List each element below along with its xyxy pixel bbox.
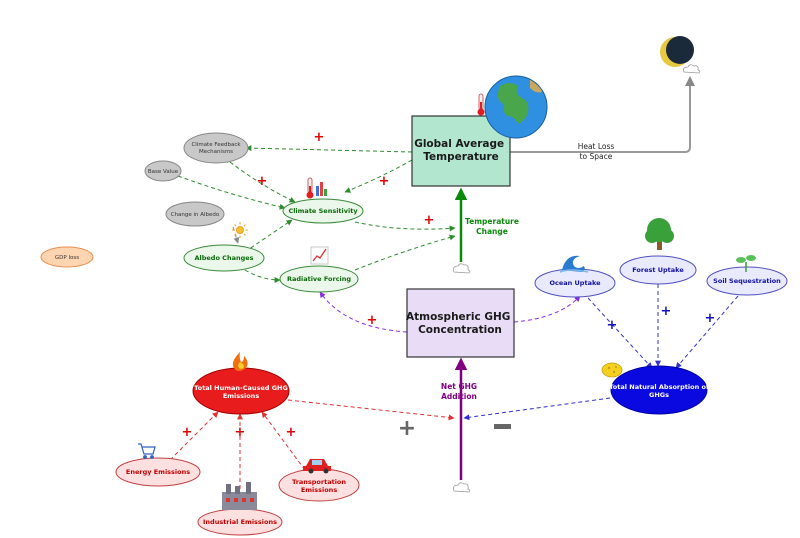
var-forest-uptake[interactable]: Forest Uptake [619,255,697,285]
ocean-uptake-text: Ocean Uptake [549,279,601,287]
link-energy-to-emissions [169,411,219,461]
link-forcing-to-tempchange [354,234,456,271]
polarity-energy: + [182,425,193,440]
stock-temperature-line2: Temperature [423,151,499,163]
crescent-moon-icon [660,36,694,67]
polarity-tempchange: + [424,213,435,228]
polarity-absorption-minus [494,424,511,429]
link-base-to-sensitivity [177,175,286,210]
soil-sequestration-text: Soil Sequestration [713,277,781,285]
fire-icon [232,352,248,371]
gdp-loss-text: GDP loss [55,255,79,261]
climate-sensitivity-text: Climate Sensitivity [288,207,358,215]
forest-uptake-text: Forest Uptake [632,266,684,274]
base-value-text: Base Value [148,169,179,175]
var-ocean-uptake[interactable]: Ocean Uptake [534,268,616,298]
var-change-in-albedo[interactable]: Change in Albedo [165,201,225,227]
sponge-icon [601,362,623,378]
stock-ghg-line2: Concentration [418,324,502,336]
polarity-industrial: + [235,425,246,440]
thermometer-icon [306,177,327,199]
polarity-feedback-sensitivity: + [257,174,268,189]
car-icon [303,459,331,474]
var-radiative-forcing[interactable]: Radiative Forcing [279,265,359,293]
link-soil-to-absorption [675,295,739,369]
stock-atmospheric-ghg[interactable]: Atmospheric GHG Concentration [406,288,515,358]
link-albedo-to-sensitivity [244,219,293,253]
stock-temperature-label: Global Average Temperature [414,138,508,163]
polarity-temp-sensitivity: + [379,174,390,189]
deciduous-tree-icon [645,218,674,250]
var-industrial-emissions[interactable]: Industrial Emissions [197,508,283,536]
polarity-transport: + [286,425,297,440]
sun-icon [232,222,248,238]
var-gdp-loss[interactable]: GDP loss [40,246,94,268]
earth-globe-icon [484,75,548,139]
var-soil-sequestration[interactable]: Soil Sequestration [706,266,788,296]
link-emissions-to-netghg [287,399,455,421]
factory-icon [222,482,257,510]
polarity-ocean: + [607,318,618,333]
ocean-wave-icon [559,255,589,273]
cloud-icon [453,482,471,493]
link-feedback-to-sensitivity [229,161,296,203]
seedling-icon [736,255,756,272]
var-base-value[interactable]: Base Value [144,160,182,182]
albedo-changes-text: Albedo Changes [194,254,253,262]
flow-heat-loss [510,76,695,153]
var-energy-emissions[interactable]: Energy Emissions [115,457,201,487]
thermometer-icon [477,93,485,116]
polarity-soil: + [705,311,716,326]
link-sensitivity-to-tempchange [354,221,456,232]
shopping-cart-icon [138,443,156,459]
change-in-albedo-text: Change in Albedo [171,212,220,218]
polarity-forest: + [661,304,672,319]
link-absorption-to-netghg [463,397,611,421]
radiative-forcing-text: Radiative Forcing [287,275,351,283]
polarity-temp-feedback: + [314,130,325,145]
link-ghg-to-forcing [319,291,408,333]
var-climate-sensitivity[interactable]: Climate Sensitivity [282,198,364,224]
polarity-emissions-plus: + [398,416,416,441]
link-temp-to-feedback [245,145,413,153]
stock-ghg-line1: Atmospheric GHG [406,311,510,323]
var-albedo-changes[interactable]: Albedo Changes [183,244,265,272]
stock-ghg-label: Atmospheric GHG Concentration [406,311,514,336]
energy-emissions-text: Energy Emissions [126,468,190,476]
stock-temperature-line1: Global Average [414,138,504,150]
link-temp-to-sensitivity [344,159,413,193]
link-ghg-to-ocean [513,295,581,323]
chart-increasing-icon [310,246,329,265]
cloud-icon [683,64,701,74]
link-transport-to-emissions [261,411,306,471]
industrial-emissions-text: Industrial Emissions [203,518,277,526]
cloud-icon [453,263,471,274]
link-ocean-to-absorption [587,297,653,369]
link-albedo-to-forcing [244,269,281,283]
polarity-ghg-forcing: + [367,313,378,328]
